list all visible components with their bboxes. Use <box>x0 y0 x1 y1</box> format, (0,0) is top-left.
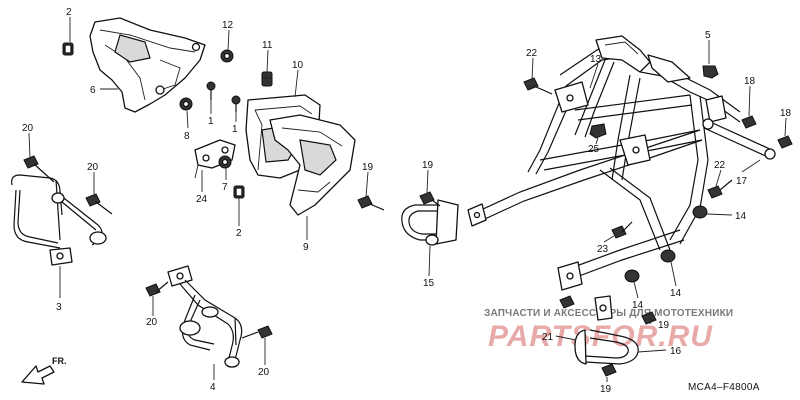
part-bracket-16 <box>574 295 639 365</box>
callout-20: 20 <box>87 162 99 173</box>
part-nut-25 <box>589 123 607 139</box>
callout-1: 1 <box>208 116 214 127</box>
front-arrow-icon <box>21 365 55 385</box>
part-frame-13 <box>467 35 741 291</box>
part-screw-1b <box>231 95 241 112</box>
part-bolt-20b <box>85 193 113 215</box>
part-grommet-14c <box>624 269 640 283</box>
callout-22: 22 <box>526 48 538 59</box>
callout-18: 18 <box>780 108 792 119</box>
part-clip-2-top <box>62 42 74 56</box>
callout-19: 19 <box>600 384 612 395</box>
part-bolt-20c <box>145 281 169 297</box>
part-bolt-23 <box>611 221 633 239</box>
callout-19: 19 <box>422 160 434 171</box>
part-cover-9 <box>269 114 356 216</box>
part-bolt-19d <box>601 363 617 377</box>
callout-5: 5 <box>705 30 711 41</box>
callout-14: 14 <box>735 211 747 222</box>
part-bolt-22b <box>707 179 733 199</box>
part-grommet-14a <box>692 205 708 219</box>
front-direction-indicator: FR. <box>21 356 67 385</box>
callout-19: 19 <box>658 320 670 331</box>
part-screw-1a <box>206 81 216 100</box>
part-bolt-20a <box>23 155 55 183</box>
callout-20: 20 <box>258 367 270 378</box>
callout-10: 10 <box>292 60 304 71</box>
callout-14: 14 <box>670 288 682 299</box>
part-bolt-20d <box>241 325 273 339</box>
part-guard-3 <box>11 174 107 266</box>
callout-2: 2 <box>66 7 72 18</box>
part-bolt-18b <box>777 135 793 149</box>
callout-15: 15 <box>423 278 435 289</box>
callout-2: 2 <box>236 228 242 239</box>
callout-24: 24 <box>196 194 208 205</box>
part-clip-11 <box>261 71 273 87</box>
callout-23: 23 <box>597 244 609 255</box>
diagram-code: MCA4–F4800A <box>688 382 760 393</box>
part-guard-4 <box>167 265 243 368</box>
callout-3: 3 <box>56 302 62 313</box>
callout-25: 25 <box>588 144 600 155</box>
part-grommet-8 <box>179 97 193 111</box>
part-clip-2-bottom <box>233 185 245 199</box>
callout-7: 7 <box>222 182 228 193</box>
front-label: FR. <box>52 356 67 366</box>
callout-1: 1 <box>232 124 238 135</box>
callout-20: 20 <box>22 123 34 134</box>
part-grommet-14b <box>660 249 676 263</box>
callout-8: 8 <box>184 131 190 142</box>
callout-20: 20 <box>146 317 158 328</box>
part-bolt-18a <box>741 115 757 129</box>
part-grommet-12 <box>220 49 234 63</box>
part-bolt-19c <box>641 311 657 325</box>
leader-lines <box>28 17 787 382</box>
callout-18: 18 <box>744 76 756 87</box>
callout-13: 13 <box>590 54 602 65</box>
part-cowl-upper <box>89 17 206 113</box>
part-bolt-22a <box>523 77 553 95</box>
callout-6: 6 <box>90 85 96 96</box>
callout-21: 21 <box>542 332 554 343</box>
callout-17: 17 <box>736 176 748 187</box>
callout-19: 19 <box>362 162 374 173</box>
part-bolt-19b <box>419 191 441 207</box>
callout-14: 14 <box>632 300 644 311</box>
callout-16: 16 <box>670 346 682 357</box>
callout-12: 12 <box>222 20 234 31</box>
part-nut-5 <box>702 65 719 79</box>
callout-22: 22 <box>714 160 726 171</box>
watermark-brand: PARTSFOR.RU <box>488 320 713 353</box>
callout-4: 4 <box>210 382 216 393</box>
part-bolt-21 <box>559 295 575 309</box>
callout-9: 9 <box>303 242 309 253</box>
part-ubracket-15 <box>401 199 459 246</box>
callout-labels: 2 6 12 11 10 1 1 8 7 24 2 9 20 20 3 20 2… <box>22 7 792 395</box>
part-grommet-7 <box>218 155 232 169</box>
callout-11: 11 <box>262 40 273 51</box>
part-rod-17 <box>702 118 776 160</box>
part-bolt-19a <box>357 195 385 211</box>
